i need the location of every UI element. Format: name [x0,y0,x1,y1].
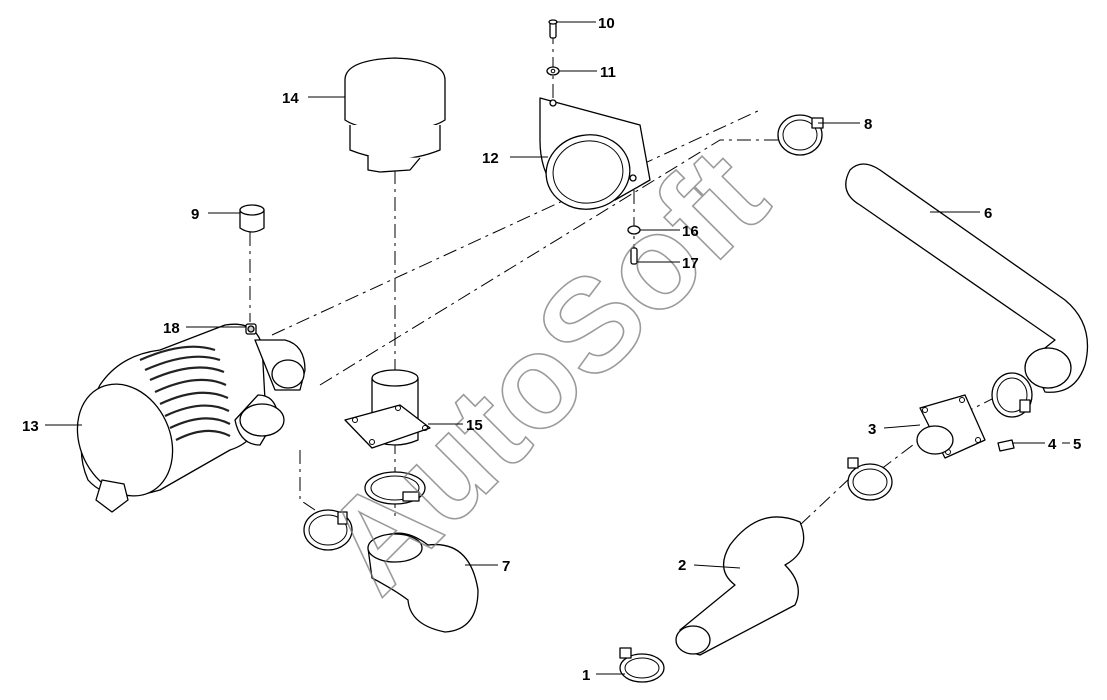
callout-4: 4 [1048,436,1057,453]
hose-clamp-left [303,509,353,551]
air-filter-housing [76,323,306,513]
callout-5: 5 [1073,436,1081,453]
hose-clamp-right [991,372,1033,418]
callout-1: 1 [582,667,590,684]
callout-16: 16 [682,223,699,240]
callout-11: 11 [600,64,616,81]
dust-cap [239,204,265,233]
callout-7: 7 [502,558,510,575]
long-hose [845,163,1089,393]
callout-12: 12 [482,150,499,167]
watermark: AutoSoft [295,121,795,621]
callout-18: 18 [163,320,180,337]
callout-13: 13 [22,418,39,435]
callouts: 1 2 3 4 5 6 7 8 9 10 11 12 13 14 15 16 1… [22,15,1081,684]
filter-bellows [139,345,231,441]
callout-10: 10 [598,15,615,32]
callout-17: 17 [682,255,699,272]
elbow-hose [367,532,479,633]
hose-clamp-bottom [619,647,665,683]
pre-cleaner [344,57,446,173]
callout-8: 8 [864,116,872,133]
lower-bolt [630,247,638,265]
bracket-bolt [548,19,558,39]
lower-hose [675,516,805,656]
callout-2: 2 [678,557,686,574]
callout-15: 15 [466,417,483,434]
stack-clamp [364,471,426,505]
housing-bolt [245,323,257,335]
bracket-washer [546,66,560,76]
flange-adapter [916,394,986,459]
callout-3: 3 [868,421,876,438]
callout-9: 9 [191,206,199,223]
hose-clamp-upper [777,114,824,156]
flange-bolt [997,439,1015,452]
leader-lines [45,21,1070,675]
callout-6: 6 [984,205,992,222]
hose-clamp-middle [847,457,893,501]
intake-stack [344,369,431,449]
callout-14: 14 [282,90,299,107]
svg-text:AutoSoft: AutoSoft [296,122,794,620]
mounting-bracket [539,97,651,210]
